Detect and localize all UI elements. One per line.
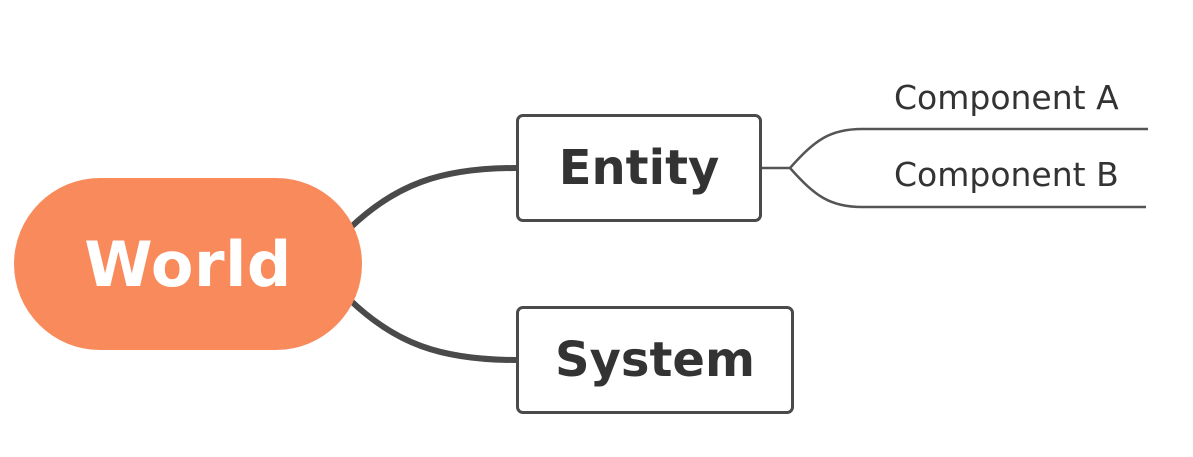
subtopic-component-a[interactable]: Component A <box>894 81 1119 114</box>
main-topic-system[interactable]: System <box>516 306 794 414</box>
connector-entity-component-a <box>789 127 1148 169</box>
subtopic-component-b[interactable]: Component B <box>894 158 1119 191</box>
main-topic-entity[interactable]: Entity <box>516 114 762 222</box>
root-topic-world[interactable]: World <box>14 178 362 350</box>
connector-root-system <box>347 297 519 363</box>
main-topic-label: System <box>555 332 755 388</box>
root-topic-label: World <box>84 227 292 301</box>
subtopic-label: Component A <box>894 78 1119 117</box>
main-topic-label: Entity <box>558 140 720 196</box>
connector-root-entity <box>347 165 519 231</box>
subtopic-label: Component B <box>894 155 1119 194</box>
connector-entity-component-b <box>789 167 1146 209</box>
